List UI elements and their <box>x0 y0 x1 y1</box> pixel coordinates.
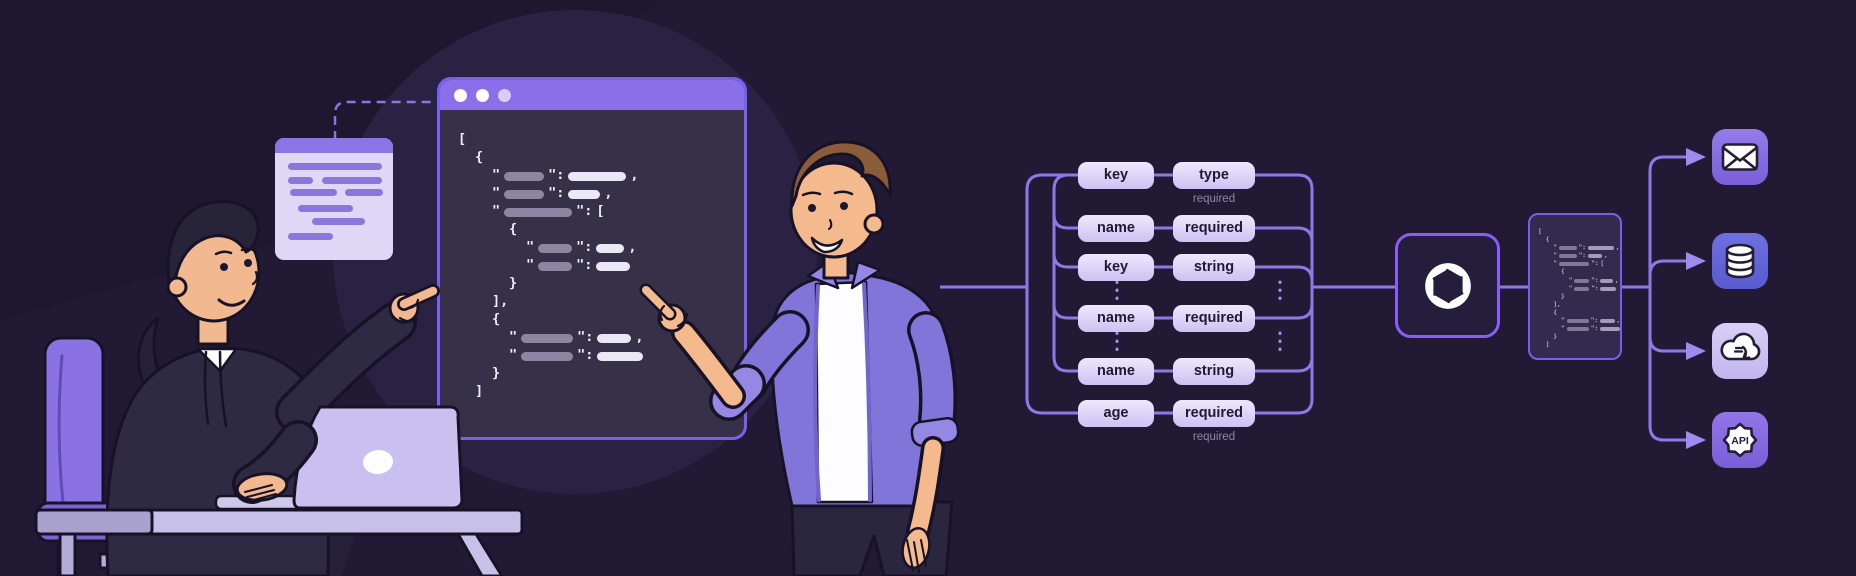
openai-node <box>1395 233 1500 338</box>
schema-field-node: key <box>1078 253 1154 281</box>
output-cloud-tile <box>1712 323 1768 379</box>
schema-field-node: key <box>1078 161 1154 189</box>
schema-type-node: string <box>1173 357 1255 385</box>
schema-type-node: required <box>1173 214 1255 242</box>
mini-json-code-block: [{"":,"":,"":[{"":,"":}],{"":,"":}] <box>1538 228 1620 349</box>
schema-type-node: string <box>1173 253 1255 281</box>
sticky-note <box>275 138 393 260</box>
api-badge-icon: API <box>1722 422 1758 458</box>
output-api-tile: API <box>1712 412 1768 468</box>
schema-type-node: required <box>1173 304 1255 332</box>
schema-field-node: name <box>1078 357 1154 385</box>
api-label: API <box>1731 435 1749 447</box>
schema-caption: required <box>1192 431 1236 443</box>
note-text-line <box>312 218 365 225</box>
openai-logo-icon <box>1424 262 1471 309</box>
output-email-tile <box>1712 129 1768 185</box>
note-text-line <box>288 177 313 184</box>
sticky-note-header <box>275 138 393 153</box>
schema-field-node: age <box>1078 399 1154 427</box>
email-icon <box>1721 143 1759 171</box>
cloud-download-icon <box>1720 332 1761 361</box>
note-text-line <box>288 233 333 240</box>
note-text-line <box>322 177 382 184</box>
window-titlebar <box>440 80 744 110</box>
mini-code-panel: [{"":,"":,"":[{"":,"":}],{"":,"":}] <box>1528 213 1622 360</box>
schema-caption: required <box>1192 193 1236 205</box>
window-control-dot <box>454 88 467 102</box>
window-control-dot <box>498 88 511 102</box>
note-text-line <box>290 189 337 196</box>
note-text-line <box>345 189 383 196</box>
window-control-dot <box>476 88 489 102</box>
schema-field-node: name <box>1078 214 1154 242</box>
note-text-line <box>298 205 353 212</box>
schema-type-node: type <box>1173 161 1255 189</box>
note-text-line <box>288 163 382 170</box>
schema-field-node: name <box>1078 304 1154 332</box>
output-database-tile <box>1712 233 1768 289</box>
json-code-block: [{"":,"":,"":[{"":,"":}],{"":,"":}] <box>458 131 644 400</box>
database-icon <box>1725 243 1755 279</box>
schema-type-node: required <box>1173 399 1255 427</box>
